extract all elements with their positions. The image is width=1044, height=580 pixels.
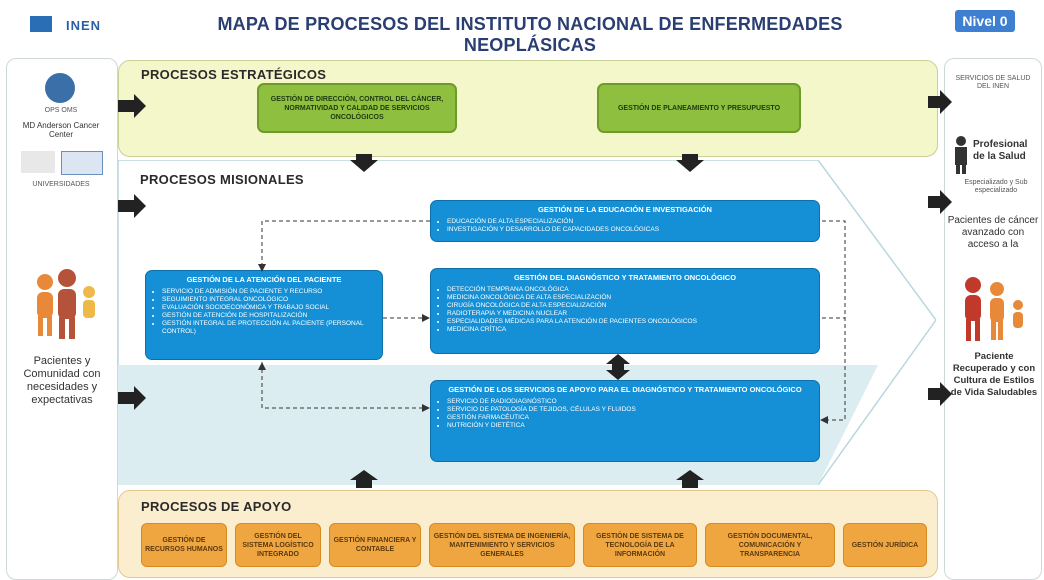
- education-title: GESTIÓN DE LA EDUCACIÓN E INVESTIGACIÓN: [538, 205, 712, 214]
- inen-logo-mark: [30, 16, 52, 32]
- stakeholder-text: Pacientes y Comunidad con necesidades y …: [23, 355, 101, 406]
- professional-title: Profesional de la Salud: [973, 139, 1028, 162]
- support-dx-item: SERVICIO DE RADIODIAGNÓSTICO: [447, 398, 811, 406]
- support-dx-item: SERVICIO DE PATOLOGÍA DE TEJIDOS, CÉLULA…: [447, 406, 811, 414]
- professional-icon: [955, 136, 967, 174]
- support-dx-item: GESTIÓN FARMACÉUTICA: [447, 414, 811, 422]
- support-box-documents: GESTIÓN DOCUMENTAL, COMUNICACIÓN Y TRANS…: [705, 523, 835, 567]
- family-icon: [37, 269, 95, 339]
- patient-care-item: SEGUIMIENTO INTEGRAL ONCOLÓGICO: [162, 296, 374, 304]
- education-item: EDUCACIÓN DE ALTA ESPECIALIZACIÓN: [447, 218, 811, 226]
- education-item: INVESTIGACIÓN Y DESARROLLO DE CAPACIDADE…: [447, 226, 811, 234]
- logo-caption-universidades: UNIVERSIDADES: [32, 181, 90, 188]
- right-outcome-panel: SERVICIOS DE SALUD DEL INEN Profesional …: [944, 58, 1042, 580]
- ops-oms-globe-icon: [45, 73, 75, 103]
- support-box-it: GESTIÓN DE SISTEMA DE TECNOLOGÍA DE LA I…: [583, 523, 697, 567]
- strategic-processes-section: PROCESOS ESTRATÉGICOS GESTIÓN DE DIRECCI…: [118, 60, 938, 157]
- inen-logo: INEN: [30, 8, 125, 38]
- partner-logo-1: [21, 151, 55, 173]
- patient-care-item: EVALUACIÓN SOCIOECONÓMICA Y TRABAJO SOCI…: [162, 304, 374, 312]
- support-box-finance: GESTIÓN FINANCIERA Y CONTABLE: [329, 523, 421, 567]
- professional-subtitle: Especializado y Sub especializado: [964, 179, 1028, 194]
- support-diagnosis-box: GESTIÓN DE LOS SERVICIOS DE APOYO PARA E…: [430, 380, 820, 462]
- education-research-box: GESTIÓN DE LA EDUCACIÓN E INVESTIGACIÓN …: [430, 200, 820, 242]
- patient-care-item: GESTIÓN INTEGRAL DE PROTECCIÓN AL PACIEN…: [162, 320, 374, 336]
- outcome-advanced-cancer: Pacientes de cáncer avanzado con acceso …: [947, 215, 1039, 250]
- patient-care-item: SERVICIO DE ADMISIÓN DE PACIENTE Y RECUR…: [162, 288, 374, 296]
- outcome-recovered: Paciente Recuperado y con Cultura de Est…: [950, 351, 1038, 398]
- support-box-hr: GESTIÓN DE RECURSOS HUMANOS: [141, 523, 227, 567]
- support-box-legal: GESTIÓN JURÍDICA: [843, 523, 927, 567]
- level-badge: Nivel 0: [955, 10, 1015, 32]
- strategic-box-direction: GESTIÓN DE DIRECCIÓN, CONTROL DEL CÁNCER…: [257, 83, 457, 133]
- diagnosis-item: MEDICINA ONCOLÓGICA DE ALTA ESPECIALIZAC…: [447, 294, 811, 302]
- strategic-box-planning: GESTIÓN DE PLANEAMIENTO Y PRESUPUESTO: [597, 83, 801, 133]
- diagnosis-item: DETECCIÓN TEMPRANA ONCOLÓGICA: [447, 286, 811, 294]
- support-box-logistics: GESTIÓN DEL SISTEMA LOGÍSTICO INTEGRADO: [235, 523, 321, 567]
- support-box-engineering: GESTIÓN DEL SISTEMA DE INGENIERÍA, MANTE…: [429, 523, 575, 567]
- missional-title: PROCESOS MISIONALES: [140, 172, 304, 187]
- logo-caption-mdanderson: MD Anderson Cancer Center: [22, 121, 100, 139]
- support-dx-title: GESTIÓN DE LOS SERVICIOS DE APOYO PARA E…: [448, 385, 802, 394]
- diagnosis-title: GESTIÓN DEL DIAGNÓSTICO Y TRATAMIENTO ON…: [513, 273, 737, 282]
- diagnosis-item: MEDICINA CRÍTICA: [447, 326, 811, 334]
- diagnosis-item: CIRUGÍA ONCOLÓGICA DE ALTA ESPECIALIZACI…: [447, 302, 811, 310]
- partner-logo-2: [61, 151, 103, 175]
- diagnosis-treatment-box: GESTIÓN DEL DIAGNÓSTICO Y TRATAMIENTO ON…: [430, 268, 820, 354]
- page-title: MAPA DE PROCESOS DEL INSTITUTO NACIONAL …: [217, 14, 843, 55]
- patient-care-title: GESTIÓN DE LA ATENCIÓN DEL PACIENTE: [186, 275, 342, 284]
- support-dx-item: NUTRICIÓN Y DIETÉTICA: [447, 422, 811, 430]
- services-text: SERVICIOS DE SALUD DEL INEN: [955, 75, 1031, 90]
- inen-logo-text: INEN: [66, 18, 102, 33]
- patient-care-item: GESTIÓN DE ATENCIÓN DE HOSPITALIZACIÓN: [162, 312, 374, 320]
- diagnosis-item: ESPECIALIDADES MÉDICAS PARA LA ATENCIÓN …: [447, 318, 811, 326]
- logo-caption-ops: OPS OMS: [44, 107, 78, 114]
- patient-care-box: GESTIÓN DE LA ATENCIÓN DEL PACIENTE SERV…: [145, 270, 383, 360]
- diagnosis-item: RADIOTERAPIA Y MEDICINA NUCLEAR: [447, 310, 811, 318]
- support-title: PROCESOS DE APOYO: [141, 499, 292, 514]
- recovered-family-icon: [965, 277, 1023, 341]
- support-processes-section: PROCESOS DE APOYO GESTIÓN DE RECURSOS HU…: [118, 490, 938, 578]
- strategic-title: PROCESOS ESTRATÉGICOS: [141, 67, 327, 82]
